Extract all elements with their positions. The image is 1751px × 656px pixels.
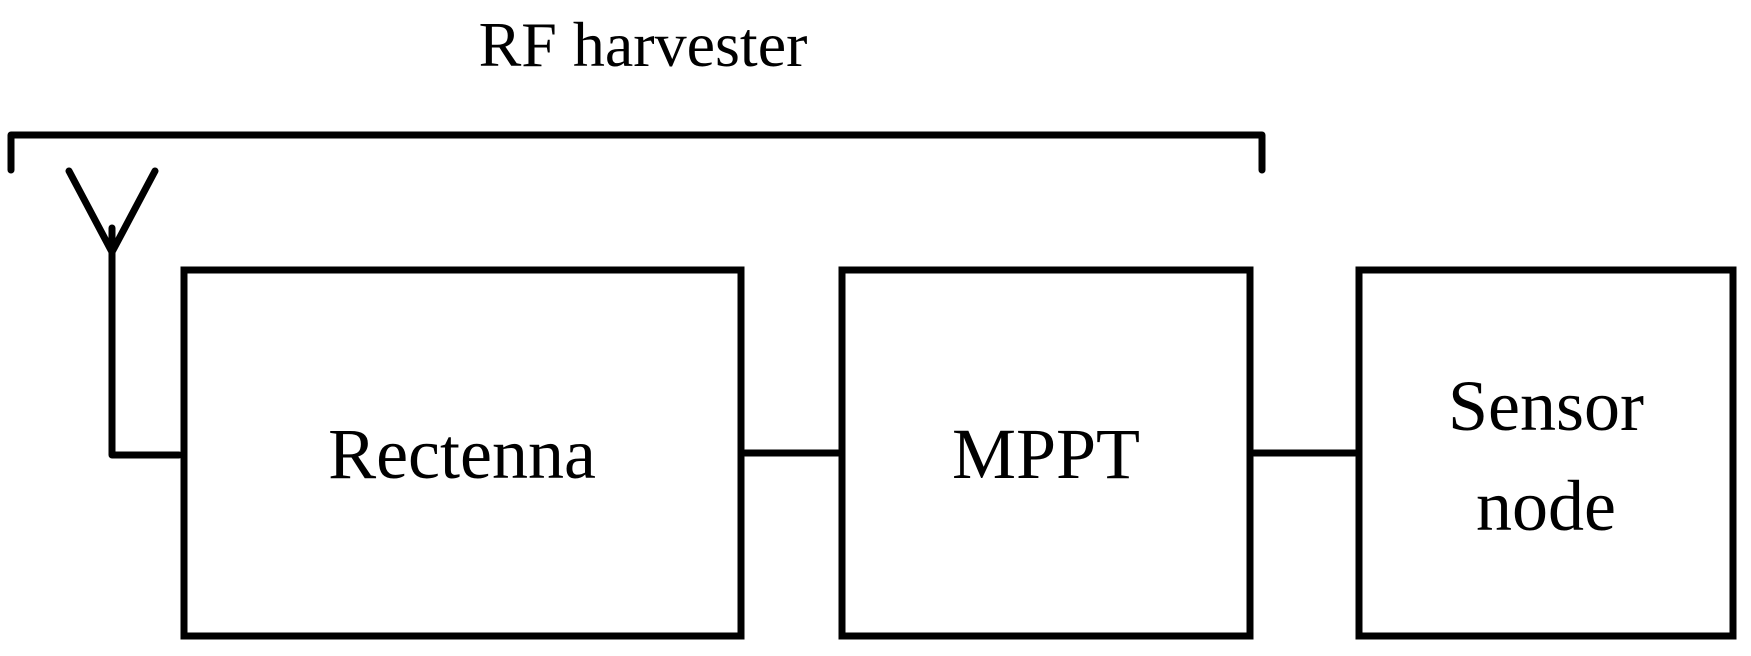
sensor-node-label-line2: node [1476,466,1616,546]
rf-harvester-label: RF harvester [479,9,808,80]
rf-harvester-bracket [7,131,1266,174]
sensor-node-block [1355,266,1737,640]
rectenna-label: Rectenna [328,414,596,494]
mppt-label: MPPT [952,414,1140,494]
rectenna-block [180,266,745,640]
mppt-block [838,266,1254,640]
antenna-icon [65,167,183,459]
sensor-node-label-line1: Sensor [1448,366,1644,446]
